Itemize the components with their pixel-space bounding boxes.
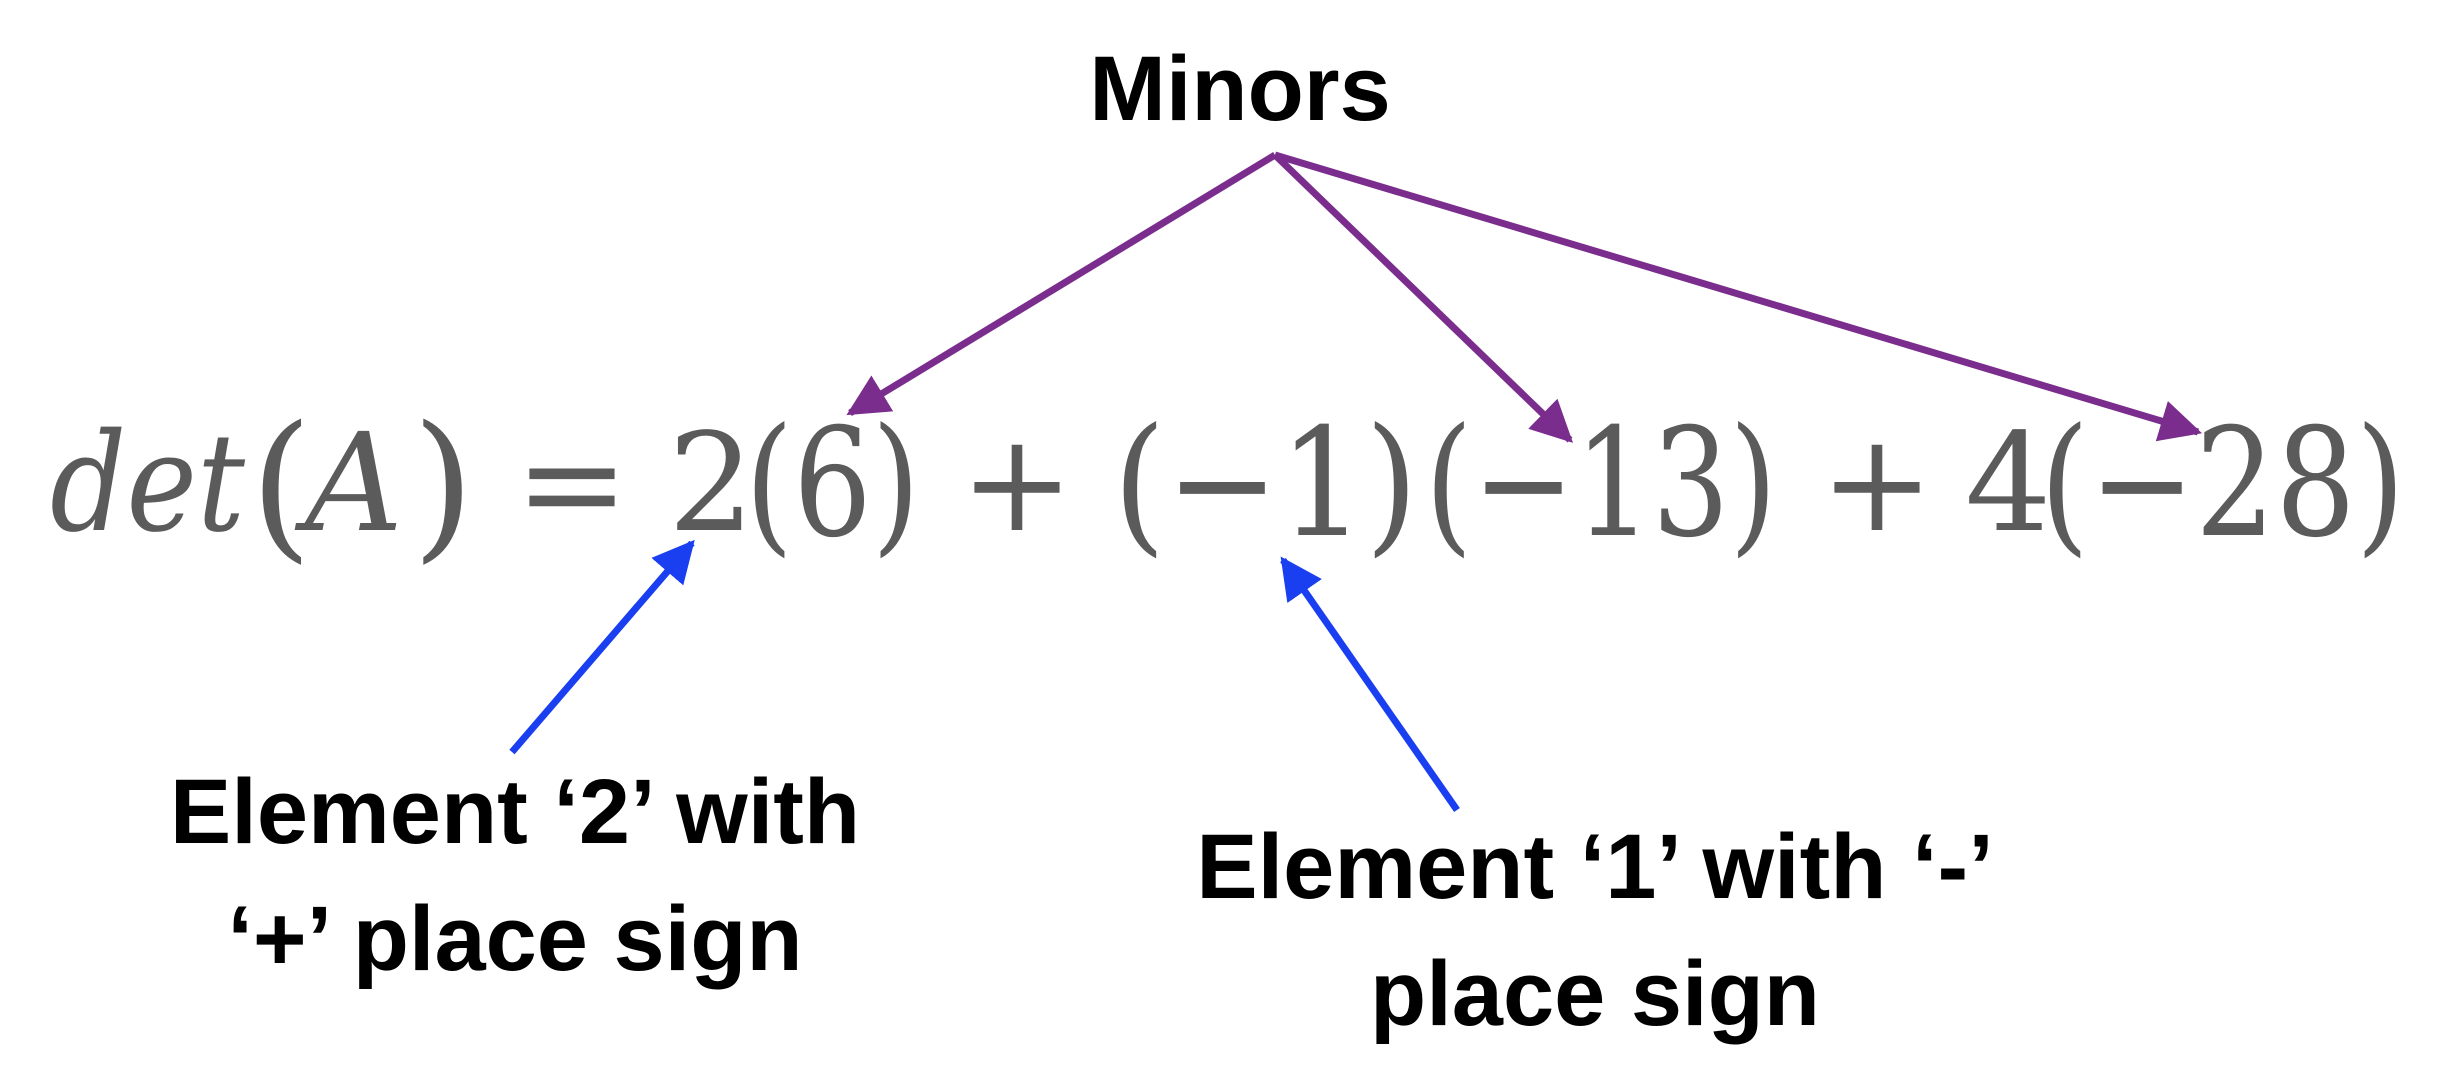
rparen-a: ) [412,391,474,578]
element1-arrow [1280,556,1460,812]
plus-sign-2: + [1820,405,1934,563]
lparen-a: ( [250,391,312,578]
minor-arrow-right [1273,151,2203,442]
element2-arrow [509,539,695,755]
term1-coefficient: 2 [668,405,755,563]
minors-title: Minors [1089,38,1391,140]
minor-arrows [846,151,2203,443]
minor-arrow-left [846,152,1277,416]
det-text: det [50,405,245,563]
plus-sign-1: + [960,405,1074,563]
term3-coefficient: 4 [1965,405,2052,563]
element2-annotation: Element ‘2’ with ‘+’ place sign [170,761,860,990]
term3-minor: (−28) [2040,397,2405,571]
element1-label-line1: Element ‘1’ with ‘-’ [1196,816,1994,918]
determinant-equation: det ( A ) = 2 (6) + (−1) (−13) + 4 (−28) [50,391,2405,578]
minor-arrow-middle [1272,152,1574,443]
element2-label-line1: Element ‘2’ with [170,761,860,863]
element2-label-line2: ‘+’ place sign [227,888,802,990]
matrix-a: A [294,405,403,563]
term2-coefficient: (−1) [1113,397,1418,571]
term1-minor: (6) [745,397,920,571]
element1-annotation: Element ‘1’ with ‘-’ place sign [1196,816,1994,1045]
term2-minor: (−13) [1425,397,1777,571]
element-arrows [509,539,1460,812]
element1-label-line2: place sign [1370,943,1820,1045]
equals-sign: = [515,405,629,563]
